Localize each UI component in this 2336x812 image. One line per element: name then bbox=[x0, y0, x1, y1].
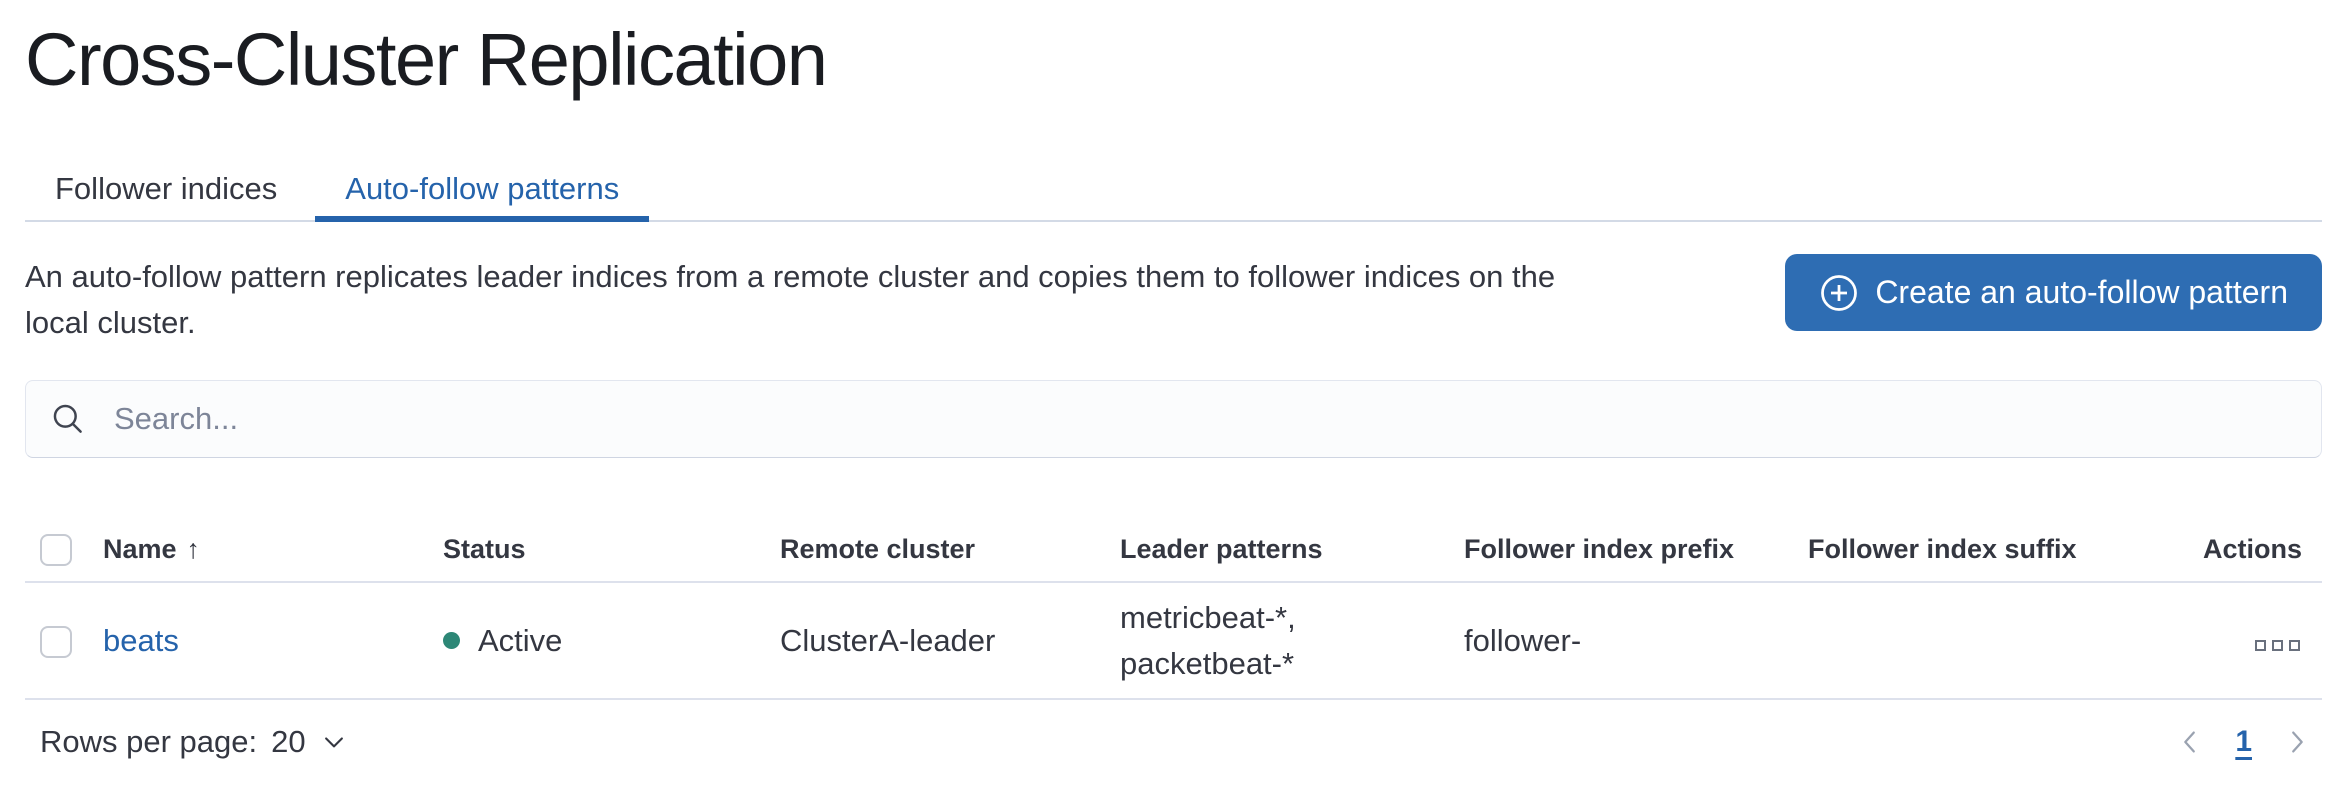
table-footer: Rows per page: 20 1 bbox=[25, 700, 2322, 760]
table-row-beats: beats Active ClusterA-leader metricbeat-… bbox=[25, 582, 2322, 700]
cross-cluster-replication-page: Cross-Cluster Replication Follower indic… bbox=[0, 12, 2336, 760]
status-label: Active bbox=[478, 622, 563, 658]
tab-auto-follow-patterns[interactable]: Auto-follow patterns bbox=[315, 158, 650, 222]
create-button-label: Create an auto-follow pattern bbox=[1875, 274, 2288, 310]
column-header-leader-patterns[interactable]: Leader patterns bbox=[1120, 518, 1464, 583]
column-header-status[interactable]: Status bbox=[443, 518, 780, 583]
plus-in-circle-icon bbox=[1821, 274, 1858, 311]
search-icon bbox=[53, 404, 82, 433]
chevron-right-icon bbox=[2292, 731, 2303, 753]
leader-patterns-cell: metricbeat-*, packetbeat-* bbox=[1120, 595, 1448, 687]
leader-pattern-2: packetbeat-* bbox=[1120, 645, 1295, 681]
search-bar bbox=[25, 380, 2322, 458]
search-input[interactable] bbox=[112, 400, 2297, 438]
follower-index-prefix-cell: follower- bbox=[1464, 582, 1808, 700]
rows-per-page-button[interactable]: Rows per page: 20 bbox=[40, 724, 348, 760]
boxes-horizontal-icon[interactable] bbox=[2253, 634, 2302, 657]
create-auto-follow-pattern-button[interactable]: Create an auto-follow pattern bbox=[1785, 254, 2322, 331]
leader-pattern-1: metricbeat-*, bbox=[1120, 599, 1296, 635]
page-number-1[interactable]: 1 bbox=[2235, 725, 2252, 758]
column-header-actions: Actions bbox=[2152, 518, 2322, 583]
next-page-button[interactable] bbox=[2282, 727, 2312, 757]
rows-per-page-label: Rows per page: bbox=[40, 724, 258, 759]
intro-section: An auto-follow pattern replicates leader… bbox=[25, 254, 2322, 346]
pagination: 1 bbox=[2175, 725, 2312, 759]
row-checkbox[interactable] bbox=[40, 626, 72, 659]
column-header-remote-cluster[interactable]: Remote cluster bbox=[780, 518, 1120, 583]
column-header-name[interactable]: Name↑ bbox=[103, 518, 443, 583]
page-title: Cross-Cluster Replication bbox=[25, 18, 828, 101]
select-all-checkbox[interactable] bbox=[40, 533, 72, 566]
previous-page-button[interactable] bbox=[2175, 727, 2205, 757]
status-active-dot-icon bbox=[443, 632, 460, 649]
description-line-1: An auto-follow pattern replicates leader… bbox=[25, 259, 1556, 294]
table-header-row: Name↑ Status Remote cluster Leader patte… bbox=[25, 518, 2322, 583]
tab-follower-indices[interactable]: Follower indices bbox=[55, 171, 278, 206]
column-header-follower-index-suffix[interactable]: Follower index suffix bbox=[1808, 518, 2152, 583]
column-header-follower-index-prefix[interactable]: Follower index prefix bbox=[1464, 518, 1808, 583]
tab-bar: Follower indices Auto-follow patterns bbox=[25, 158, 2322, 222]
section-description: An auto-follow pattern replicates leader… bbox=[25, 254, 1725, 346]
chevron-left-icon bbox=[2184, 731, 2196, 753]
chevron-down-icon bbox=[324, 737, 343, 748]
arrow-up-icon: ↑ bbox=[186, 534, 201, 564]
status-cell: Active bbox=[443, 623, 764, 659]
follower-index-suffix-cell bbox=[1808, 582, 2152, 700]
description-line-2: local cluster. bbox=[25, 305, 196, 340]
rows-per-page-value: 20 bbox=[271, 724, 306, 759]
pattern-name-link[interactable]: beats bbox=[103, 622, 179, 658]
auto-follow-patterns-table: Name↑ Status Remote cluster Leader patte… bbox=[25, 518, 2322, 700]
remote-cluster-cell: ClusterA-leader bbox=[780, 582, 1120, 700]
